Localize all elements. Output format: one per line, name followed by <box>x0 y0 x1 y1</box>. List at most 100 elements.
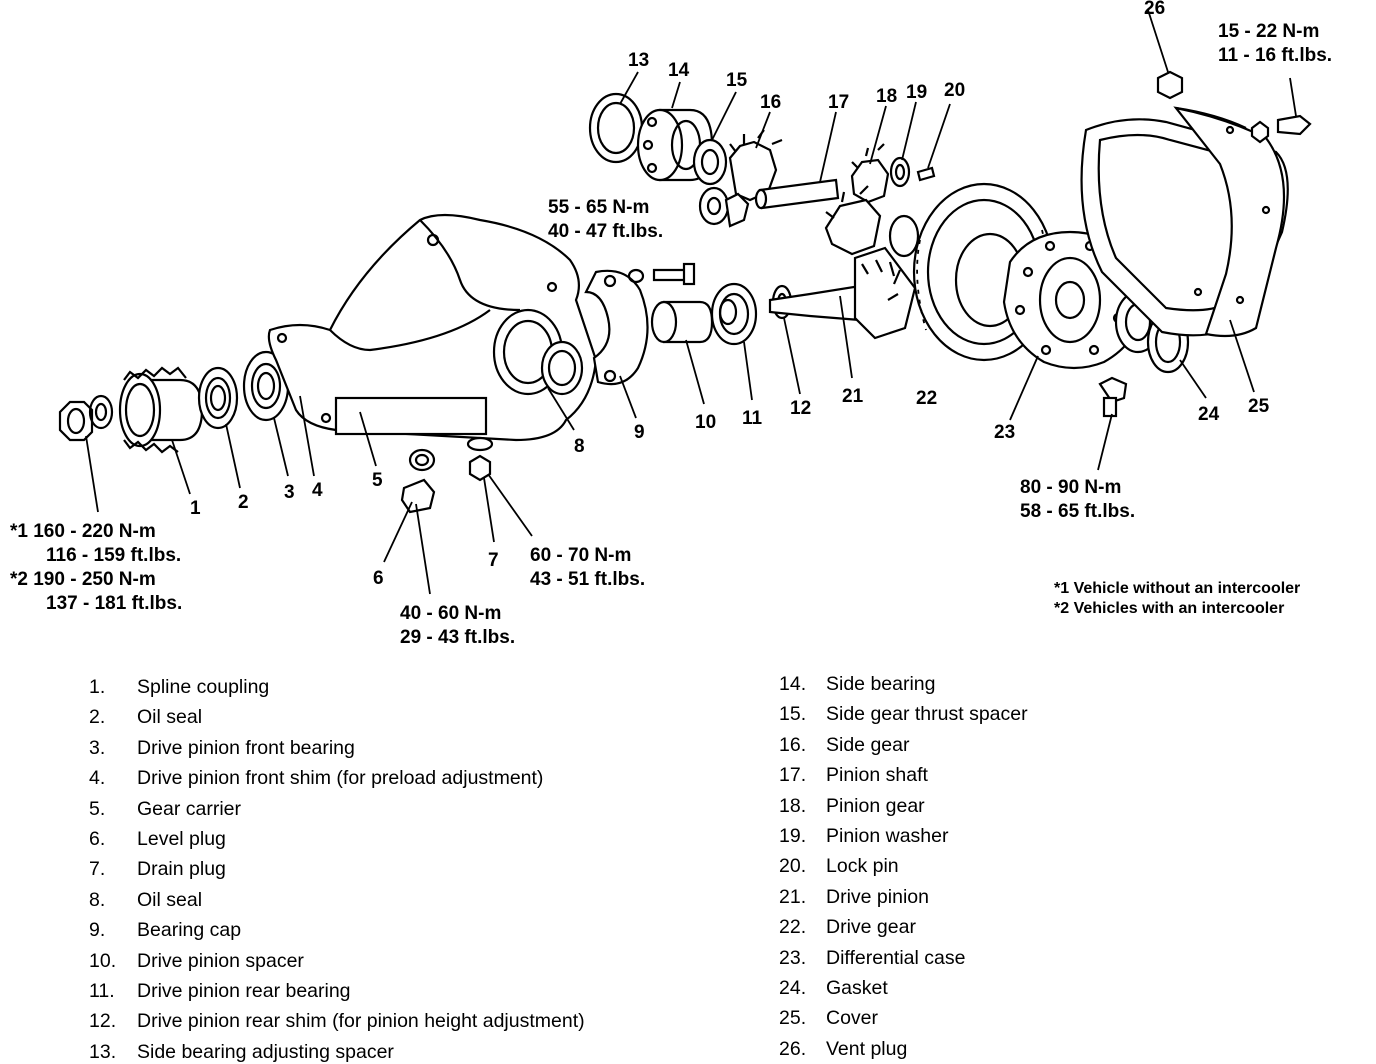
callout-7: 7 <box>488 550 499 571</box>
callout-2: 2 <box>238 492 249 513</box>
callout-17: 17 <box>828 92 850 113</box>
legend-item-label: Gasket <box>826 977 888 999</box>
legend-item-number: 26. <box>779 1037 807 1060</box>
drain-plug-torque-ftlbs: 43 - 51 ft.lbs. <box>530 569 646 590</box>
legend-item-label: Spline coupling <box>137 676 270 698</box>
legend-item-label: Drive pinion rear bearing <box>137 980 351 1002</box>
legend-item-label: Pinion shaft <box>826 764 928 787</box>
legend-item-number: 18. <box>779 794 807 817</box>
legend-item-number: 17. <box>779 764 807 787</box>
callout-12: 12 <box>790 398 812 419</box>
spline-coupling-drawing <box>118 366 204 454</box>
pinion-spacer-drawing <box>650 300 714 344</box>
legend-item-label: Oil seal <box>137 888 203 911</box>
pinion-nut-torque-1-nm: *1 160 - 220 N-m <box>10 521 156 542</box>
bearing-cap-drawing <box>584 262 696 386</box>
legend-item-label: Oil seal <box>137 706 203 729</box>
pinion-shaft-drawing <box>754 178 840 210</box>
note-without-intercooler: *1 Vehicle without an intercooler <box>1054 580 1301 597</box>
callout-13: 13 <box>628 50 650 71</box>
plugs-drawing <box>400 436 494 514</box>
legend-item-label: Side bearing adjusting spacer <box>137 1040 394 1063</box>
legend-item-label: Drive gear <box>826 916 916 939</box>
legend-item-label: Drain plug <box>137 858 226 881</box>
bearing-cap-torque-nm: 55 - 65 N-m <box>548 197 650 218</box>
legend-item-number: 23. <box>779 946 807 969</box>
pinion-gear-drawing <box>824 143 936 258</box>
callout-9: 9 <box>634 422 645 443</box>
pinion-nut-drawing <box>58 394 114 442</box>
callout-4: 4 <box>312 480 323 501</box>
drive-gear-torque-ftlbs: 58 - 65 ft.lbs. <box>1020 501 1136 522</box>
legend-item-number: 19. <box>779 825 807 847</box>
legend-item-label: Drive pinion spacer <box>137 949 304 972</box>
callout-24: 24 <box>1198 404 1220 425</box>
legend-item-number: 15. <box>779 703 807 726</box>
side-gear-drawing <box>692 129 783 228</box>
callout-14: 14 <box>668 60 690 81</box>
legend-item-number: 8. <box>89 888 106 911</box>
legend-item-label: Pinion washer <box>826 825 949 847</box>
legend-item-label: Drive pinion rear shim (for pinion heigh… <box>137 1010 585 1033</box>
legend-item-number: 21. <box>779 885 807 908</box>
drain-plug-torque-nm: 60 - 70 N-m <box>530 545 632 566</box>
callout-6: 6 <box>373 568 384 589</box>
exploded-view-artwork <box>58 9 1312 595</box>
callout-10: 10 <box>695 412 717 433</box>
cover-bolt-torque-ftlbs: 11 - 16 ft.lbs. <box>1218 45 1333 66</box>
callout-21: 21 <box>842 386 864 407</box>
callout-11: 11 <box>742 408 763 429</box>
gear-carrier-drawing <box>267 213 598 442</box>
legend-item-number: 11. <box>89 980 115 1002</box>
legend-item-label: Lock pin <box>826 855 899 878</box>
legend-item-number: 20. <box>779 855 807 878</box>
legend-item-label: Level plug <box>137 828 226 850</box>
rear-bearing-drawing <box>710 282 758 346</box>
legend-item-number: 24. <box>779 977 807 999</box>
callout-18: 18 <box>876 86 898 107</box>
legend-item-number: 16. <box>779 733 807 756</box>
legend-item-number: 9. <box>89 919 106 942</box>
legend-item-number: 5. <box>89 797 106 820</box>
legend-item-label: Vent plug <box>826 1037 908 1060</box>
callout-23: 23 <box>994 422 1016 443</box>
cover-bolt-torque-nm: 15 - 22 N-m <box>1218 21 1320 42</box>
level-plug-torque-nm: 40 - 60 N-m <box>400 603 502 624</box>
legend-item-number: 14. <box>779 673 807 695</box>
legend-item-number: 25. <box>779 1007 807 1030</box>
callout-22: 22 <box>916 388 938 409</box>
parts-legend-left: 1. Spline coupling 2. Oil seal 3. Drive pinio… <box>89 676 689 1064</box>
pinion-nut-torque-2-nm: *2 190 - 250 N-m <box>10 569 156 590</box>
bearing-cap-torque-ftlbs: 40 - 47 ft.lbs. <box>548 221 664 242</box>
legend-item-number: 2. <box>89 706 106 729</box>
legend-item-label: Drive pinion <box>826 885 929 908</box>
callout-26: 26 <box>1144 0 1166 19</box>
legend-item-number: 4. <box>89 767 106 790</box>
pinion-nut-torque-1-ftlbs: 116 - 159 ft.lbs. <box>46 545 182 566</box>
pinion-nut-torque-2-ftlbs: 137 - 181 ft.lbs. <box>46 593 183 614</box>
note-with-intercooler: *2 Vehicles with an intercooler <box>1054 600 1285 617</box>
callout-20: 20 <box>944 80 966 101</box>
legend-item-label: Bearing cap <box>137 919 242 942</box>
legend-item-number: 13. <box>89 1040 117 1063</box>
level-plug-torque-ftlbs: 29 - 43 ft.lbs. <box>400 627 516 648</box>
callout-5: 5 <box>372 470 383 491</box>
legend-item-number: 6. <box>89 828 106 850</box>
legend-item-number: 12. <box>89 1010 117 1033</box>
callout-15: 15 <box>726 70 748 91</box>
drive-pinion-drawing <box>768 246 917 340</box>
differential-case-drawing <box>1002 230 1162 418</box>
legend-item-number: 1. <box>89 676 106 698</box>
legend-item-label: Drive pinion front bearing <box>137 736 355 759</box>
legend-item-label: Drive pinion front shim (for preload adj… <box>137 767 544 790</box>
callout-19: 19 <box>906 82 928 103</box>
legend-item-number: 3. <box>89 736 106 759</box>
legend-item-label: Side bearing <box>826 673 936 695</box>
legend-item-label: Pinion gear <box>826 794 925 817</box>
legend-item-label: Differential case <box>826 946 966 969</box>
callout-25: 25 <box>1248 396 1270 417</box>
spacer-13-drawing <box>588 92 644 164</box>
callout-1: 1 <box>190 498 201 519</box>
leader-lines <box>85 9 1297 595</box>
